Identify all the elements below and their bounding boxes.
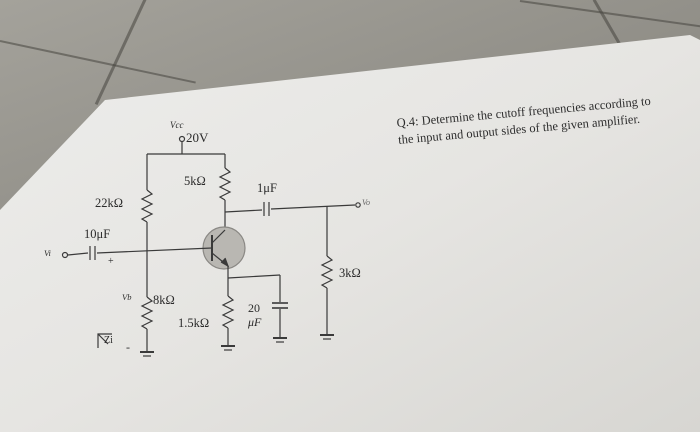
- zi-label: Zi: [104, 335, 113, 346]
- vcc-label: Vcc: [170, 120, 184, 130]
- r1-label: 22kΩ: [95, 196, 124, 210]
- plus-sign: +: [108, 256, 114, 267]
- ce-unit-label: μF: [248, 315, 262, 329]
- re-label: 1.5kΩ: [178, 316, 210, 330]
- resistor-rc: [218, 167, 232, 201]
- resistor-r2: [140, 296, 154, 330]
- resistor-r1: [140, 189, 154, 223]
- rc-label: 5kΩ: [184, 174, 206, 188]
- r2-label: 8kΩ: [153, 293, 175, 307]
- vcc-terminal: [178, 135, 186, 143]
- rl-label: 3kΩ: [339, 266, 361, 280]
- ce-value-label: 20: [248, 301, 260, 315]
- vo-label: Vo: [362, 198, 370, 207]
- vo-terminal: [355, 202, 361, 208]
- minus-sign: -: [126, 340, 130, 354]
- cin-label: 10μF: [84, 227, 111, 241]
- vb-label: Vb: [122, 292, 132, 302]
- vi-terminal: [61, 251, 69, 259]
- question-number: Q.4:: [396, 114, 420, 130]
- vi-label: Vi: [44, 248, 51, 258]
- cout-label: 1μF: [257, 181, 277, 195]
- supply-voltage-label: 20V: [186, 130, 209, 145]
- resistor-rl: [320, 255, 334, 289]
- resistor-re: [221, 295, 235, 329]
